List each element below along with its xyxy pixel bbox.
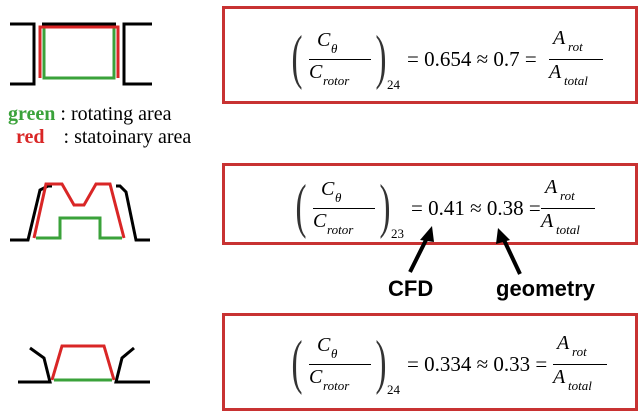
eq2-den-sub: rotor	[327, 222, 354, 237]
cfd-arrow	[408, 235, 430, 273]
eq2-rhs-num-sub: rot	[560, 188, 575, 203]
eq3-rhs-den-var: A	[553, 366, 566, 388]
eq2-num-var: C	[321, 178, 335, 200]
legend-red-text: : statoinary area	[63, 126, 192, 148]
eq2-rhs-fraction-bar	[541, 208, 595, 209]
eq3-fraction-bar	[309, 364, 371, 365]
eq3-outer-sub: 24	[387, 382, 400, 397]
eq1-value: = 0.654 ≈ 0.7 =	[407, 47, 537, 71]
eq2-outer-sub: 23	[391, 226, 404, 241]
legend-red-row: red : statoinary area	[8, 126, 191, 149]
eq1-fraction-bar	[309, 59, 371, 60]
eq3-rhs-num-sub: rot	[572, 344, 587, 359]
eq2-num-sub: θ	[335, 190, 342, 205]
eq2-rhs-den-var: A	[541, 210, 554, 232]
eq2-rhs-den-sub: total	[556, 222, 580, 237]
eq2-value: = 0.41 ≈ 0.38 =	[411, 196, 541, 220]
eq3-rhs-num-var: A	[557, 332, 570, 354]
legend-green-key: green	[8, 103, 56, 125]
legend-green-text: : rotating area	[60, 103, 172, 125]
eq2-rhs-num-var: A	[545, 176, 558, 198]
equation-box-3: ( C θ C rotor ) 24 = 0.334 ≈ 0.33 = A ro…	[222, 313, 638, 411]
eq1-num-sub: θ	[331, 41, 338, 56]
legend-green-row: green : rotating area	[8, 103, 191, 126]
equation-3: ( C θ C rotor ) 24 = 0.334 ≈ 0.33 = A ro…	[287, 326, 617, 402]
equation-1: ( C θ C rotor ) 24 = 0.654 ≈ 0.7 = A rot…	[287, 21, 617, 97]
equation-box-1: ( C θ C rotor ) 24 = 0.654 ≈ 0.7 = A rot…	[222, 6, 638, 104]
eq3-den-sub: rotor	[323, 378, 350, 393]
legend-red-key: red	[16, 126, 45, 148]
eq2-fraction-bar	[313, 208, 375, 209]
geometry-label: geometry	[496, 276, 596, 301]
eq3-rhs-den-sub: total	[568, 378, 592, 393]
eq1-rhs-num-sub: rot	[568, 39, 583, 54]
eq3-num-sub: θ	[331, 346, 338, 361]
eq1-outer-sub: 24	[387, 77, 400, 92]
cfd-label: CFD	[388, 276, 434, 301]
geometry-arrow	[502, 239, 522, 275]
eq1-den-sub: rotor	[323, 73, 350, 88]
eq3-den-var: C	[309, 366, 323, 388]
eq3-num-var: C	[317, 334, 331, 356]
eq3-value: = 0.334 ≈ 0.33 =	[407, 352, 548, 376]
eq1-den-var: C	[309, 61, 323, 83]
eq1-rhs-den-var: A	[549, 61, 562, 83]
eq1-rhs-den-sub: total	[564, 73, 588, 88]
eq1-rhs-num-var: A	[553, 27, 566, 49]
eq1-rhs-fraction-bar	[549, 59, 603, 60]
legend: green : rotating area red : statoinary a…	[8, 103, 191, 149]
equation-2: ( C θ C rotor ) 23 = 0.41 ≈ 0.38 = A rot…	[291, 170, 621, 246]
eq3-rhs-fraction-bar	[553, 364, 607, 365]
eq1-num-var: C	[317, 29, 331, 51]
eq2-den-var: C	[313, 210, 327, 232]
